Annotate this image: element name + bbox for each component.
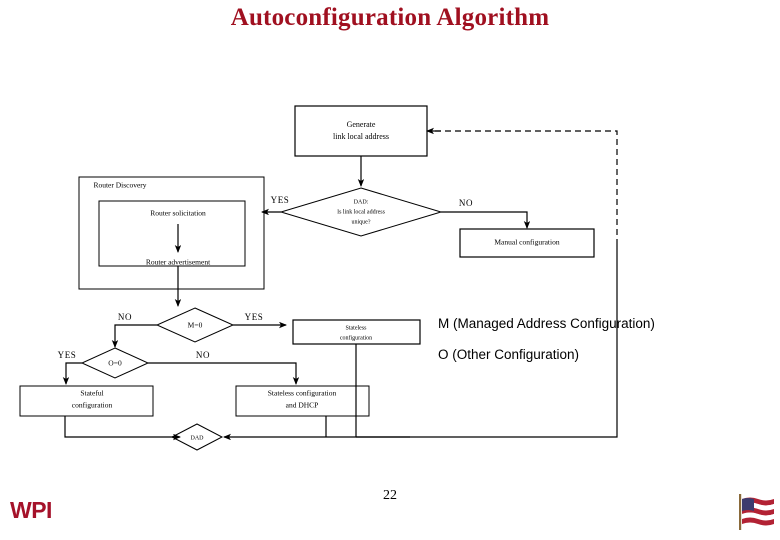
edge-stateful-to-dad2 — [64, 416, 181, 441]
edge-m-no-to-o-test — [111, 324, 157, 348]
page-number: 22 — [383, 488, 397, 503]
edge-dad2-to-generate-dashed — [435, 130, 618, 245]
node-router-advertisement-label: Router advertisement — [146, 258, 211, 267]
node-generate-line-1: Generate — [347, 120, 376, 129]
edge-o-yes-to-stateful — [62, 362, 82, 385]
node-stateless-dhcp-line-1: Stateless configuration — [268, 389, 337, 398]
node-manual-configuration-label: Manual configuration — [494, 238, 559, 247]
node-router-solicitation-label: Router solicitation — [150, 209, 206, 218]
node-dad-duplicate-address-detection — [170, 423, 224, 451]
node-m-equals-zero-test — [155, 307, 235, 343]
node-router-discovery-label: Router Discovery — [93, 181, 146, 190]
node-stateless-configuration — [292, 319, 421, 345]
edge-dad1-no-to-manual-configuration — [441, 211, 531, 229]
node-stateless-configuration-and-dhcp — [235, 385, 370, 417]
node-o-equals-zero-test — [80, 347, 150, 379]
legend-other-configuration: O (Other Configuration) — [438, 347, 580, 362]
edge-label-dad1-no: NO — [459, 198, 473, 208]
page-title: Autoconfiguration Algorithm — [230, 4, 550, 31]
node-o-test-label: O=0 — [108, 359, 122, 368]
node-stateless-line-2: configuration — [340, 334, 372, 341]
node-generate-line-2: link local address — [333, 132, 389, 141]
autoconfiguration-flowchart: Generate link local address DAD: Is link… — [19, 105, 618, 451]
node-manual-configuration — [459, 228, 595, 258]
node-dad2-label: DAD — [191, 435, 205, 441]
node-router-discovery-group — [78, 176, 265, 290]
node-dad1-line-3: unique? — [352, 219, 371, 225]
edge-label-o-no: NO — [196, 350, 210, 360]
node-router-discovery-inner — [98, 200, 246, 267]
edge-label-dad1-yes: YES — [271, 195, 290, 205]
us-flag-icon — [739, 494, 774, 530]
edge-label-o-yes: YES — [58, 350, 77, 360]
edge-dad2-return-bus — [410, 245, 618, 438]
edge-o-no-to-stateless-dhcp — [148, 362, 300, 385]
node-stateful-line-2: configuration — [72, 401, 113, 410]
node-m-test-label: M=0 — [188, 321, 203, 330]
node-stateful-configuration — [19, 385, 154, 417]
node-stateful-line-1: Stateful — [80, 389, 103, 398]
node-dad1-line-2: Is link local address — [337, 209, 385, 215]
edge-label-m-yes: YES — [245, 312, 264, 322]
node-generate-link-local-address — [294, 105, 428, 157]
node-stateless-dhcp-line-2: and DHCP — [286, 401, 319, 410]
wpi-logo: WPI — [10, 497, 52, 523]
node-dad-is-link-local-unique — [279, 187, 443, 237]
node-stateless-line-1: Stateless — [346, 325, 368, 331]
edge-label-m-no: NO — [118, 312, 132, 322]
node-dad1-line-1: DAD: — [354, 199, 369, 205]
legend-managed-address-configuration: M (Managed Address Configuration) — [438, 316, 655, 331]
